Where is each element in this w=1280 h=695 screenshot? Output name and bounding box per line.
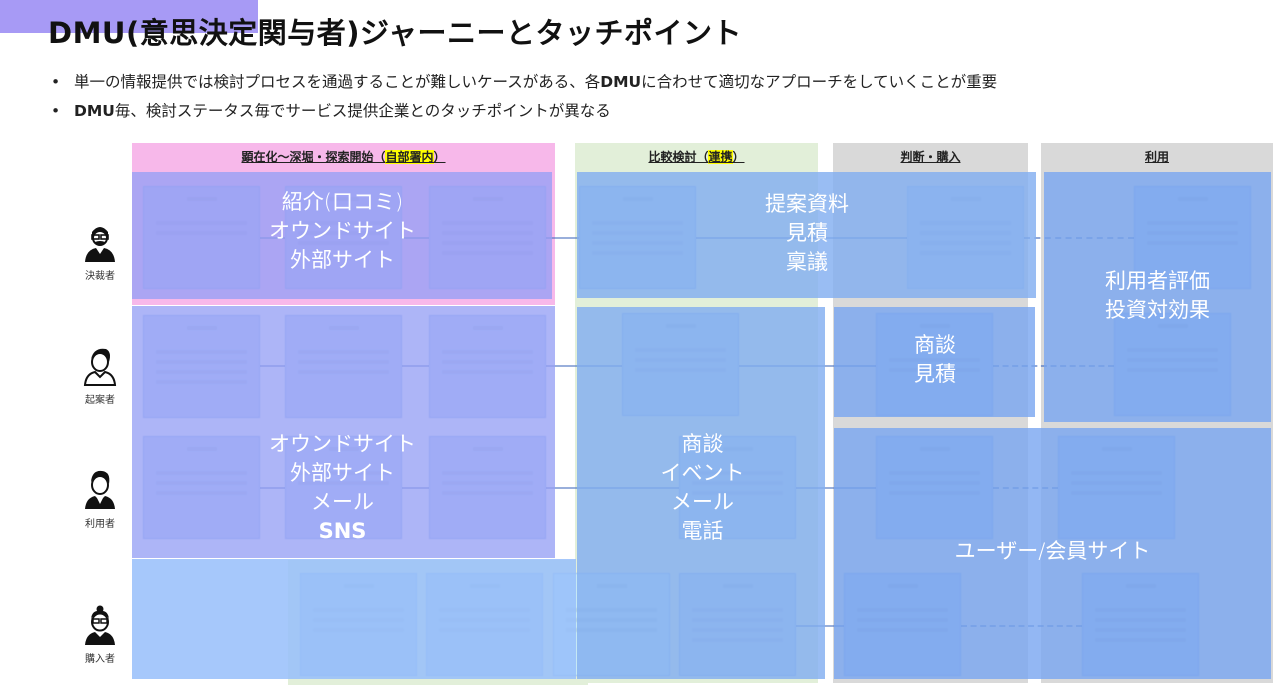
persona-label: 決裁者 [85,271,115,282]
touchpoint-item: 外部サイト [290,461,395,485]
stage-suffix: ） [732,150,745,164]
flow-arrow [546,237,579,239]
touchpoint-item: 商談 [681,432,724,456]
bullet-bold: DMU [600,73,642,91]
overlay-compare-lower [577,307,825,679]
bullet-item: DMU毎、検討ステータス毎でサービス提供企業とのタッチポイントが異なる [48,99,997,128]
title-accent-bar [0,0,258,33]
bullet-bold: DMU [74,102,115,120]
touchpoint-item: メール [311,490,374,514]
touchpoint-item: イベント [660,461,745,485]
overlay-proposer-decide [834,307,1035,417]
touchpoint-item: 提案資料 [765,192,849,216]
touchpoint-exec-compare: 提案資料 見積 稟議 [707,190,907,277]
touchpoint-item: 見積 [786,221,828,245]
stage-highlight: 自部署内 [385,150,434,164]
stage-suffix: ） [433,150,446,164]
overlay-proposer-user-awareness [132,306,555,558]
proposer-avatar-icon [83,348,117,386]
touchpoint-item: 電話 [681,519,724,543]
touchpoint-proposer-decide: 商談 見積 [880,331,990,389]
touchpoint-exec-use: 利用者評価 投資対効果 [1080,267,1235,325]
overlay-purchaser-row [132,559,576,679]
persona-label: 購入者 [85,654,115,665]
page-title: DMU(意思決定関与者)ジャーニーとタッチポイント [48,16,743,50]
touchpoint-exec-awareness: 紹介(口コミ) オウンドサイト 外部サイト [235,188,450,275]
touchpoint-item: オウンドサイト [269,219,416,243]
user-avatar-icon [85,470,115,509]
overlay-exec-compare [577,172,1036,298]
persona-purchaser: 購入者 [70,605,130,665]
touchpoint-item: 稟議 [786,250,828,274]
stage-label: 利用 [1144,150,1169,164]
executive-avatar-icon [85,227,115,262]
touchpoint-item: オウンドサイト [269,432,416,456]
touchpoint-item: 投資対効果 [1105,298,1210,322]
touchpoint-item: 外部サイト [290,248,395,272]
bullet-text: 毎、検討ステータス毎でサービス提供企業とのタッチポイントが異なる [114,102,611,120]
touchpoint-item: 利用者評価 [1105,269,1210,293]
stage-label: 顕在化～深堀・探索開始（ [241,150,386,164]
touchpoint-item: 紹介(口コミ) [281,190,404,214]
touchpoint-item: ユーザー/会員サイト [954,539,1151,563]
stage-highlight: 連携 [708,150,733,164]
bullet-item: 単一の情報提供では検討プロセスを通過することが難しいケースがある、各DMUに合わ… [48,70,997,99]
touchpoint-item: メール [671,490,734,514]
stage-label: 判断・購入 [900,150,961,164]
persona-label: 利用者 [85,519,115,530]
persona-user: 利用者 [70,468,130,530]
bullet-text: 単一の情報提供では検討プロセスを通過することが難しいケースがある、各 [74,73,601,91]
touchpoint-item: SNS [318,519,367,543]
bullet-text: に合わせて適切なアプローチをしていくことが重要 [641,73,998,91]
purchaser-avatar-icon [85,605,115,645]
persona-proposer: 起案者 [70,346,130,406]
overlay-exec-awareness [132,172,552,299]
stage-header-use: 利用 [1041,143,1273,173]
stage-header-compare: 比較検討（連携） [575,143,818,173]
overlay-exec-use [1044,172,1271,422]
persona-label: 起案者 [85,395,115,406]
bullet-list: 単一の情報提供では検討プロセスを通過することが難しいケースがある、各DMUに合わ… [48,70,997,128]
touchpoint-member-site: ユーザー/会員サイト [925,537,1180,566]
stage-header-decide: 判断・購入 [833,143,1028,173]
stage-header-awareness: 顕在化～深堀・探索開始（自部署内） [132,143,555,173]
overlay-member-site [834,428,1271,679]
touchpoint-item: 商談 [914,333,956,357]
touchpoint-user-compare: 商談 イベント メール 電話 [640,430,765,546]
touchpoint-user-awareness: オウンドサイト 外部サイト メール SNS [235,430,450,546]
touchpoint-item: 見積 [914,362,956,386]
persona-executive: 決裁者 [70,222,130,282]
stage-label: 比較検討（ [648,150,709,164]
